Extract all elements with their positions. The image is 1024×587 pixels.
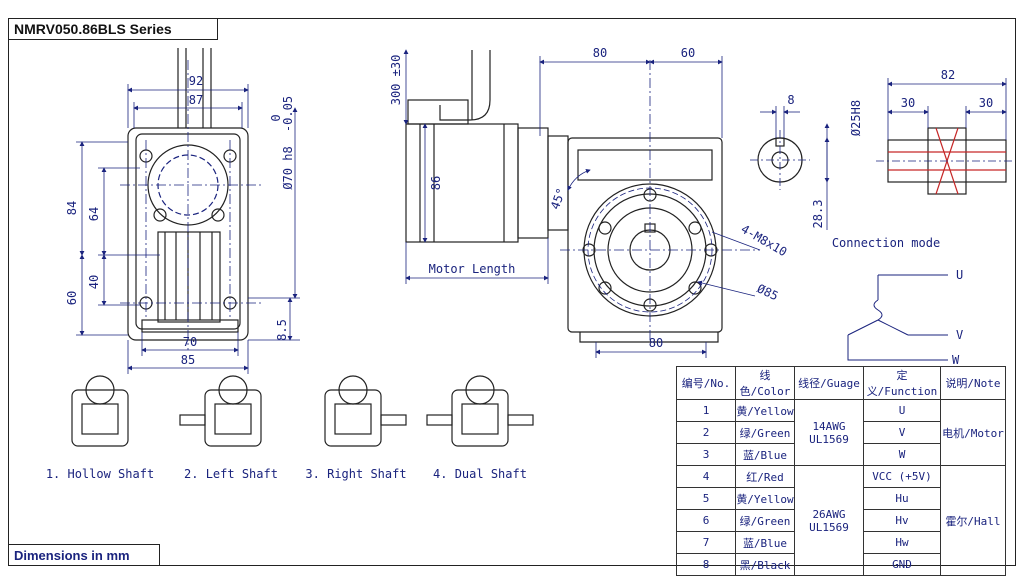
- left-shaft-sketch: [179, 375, 262, 447]
- shaft-option-hollow: 1. Hollow Shaft: [46, 467, 154, 481]
- dim-64: 64: [87, 207, 101, 221]
- motor-note: 电机/Motor: [940, 399, 1006, 466]
- table-row: 8 黑/Black GND: [676, 553, 1006, 576]
- motor-gauge-ul: UL1569: [809, 432, 849, 446]
- dual-shaft-sketch: [426, 375, 534, 447]
- tolerance-upper: 0: [269, 114, 283, 121]
- shaft-fit: Ø70 h8: [281, 146, 295, 189]
- phase-w-label: W: [952, 353, 960, 367]
- wire-color: 黑/Black: [735, 553, 795, 576]
- dim-cable-length: 300 ±30: [389, 55, 403, 106]
- phase-v-label: V: [956, 328, 963, 342]
- wire-no: 7: [676, 531, 736, 554]
- wire-function: U: [863, 399, 941, 422]
- shaft-option-right: 3. Right Shaft: [305, 467, 406, 481]
- wiring-table-header: 编号/No. 线色/Color 线径/Guage 定义/Function 说明/…: [676, 366, 1006, 400]
- right-shaft-sketch: [324, 375, 407, 447]
- dim-key-depth: 28.3: [811, 200, 825, 229]
- dim-bore: Ø25H8: [849, 100, 863, 136]
- wire-color: 黄/Yellow: [735, 399, 795, 422]
- dim-pcd: Ø85: [755, 281, 781, 303]
- wire-function: Hv: [863, 509, 941, 532]
- dim-30-right: 30: [979, 96, 993, 110]
- header-note: 说明/Note: [940, 366, 1006, 400]
- wire-no: 8: [676, 553, 736, 576]
- hall-note: 霍尔/Hall: [940, 465, 1006, 576]
- phase-u-label: U: [956, 268, 963, 282]
- wye-connection-diagram: [847, 274, 948, 361]
- wire-color: 蓝/Blue: [735, 443, 795, 466]
- wire-color: 红/Red: [735, 465, 795, 488]
- shaft-option-dual: 4. Dual Shaft: [433, 467, 527, 481]
- wire-function: GND: [863, 553, 941, 576]
- series-title: NMRV050.86BLS Series: [8, 18, 218, 40]
- wire-function: W: [863, 443, 941, 466]
- shaft-hole-view: [757, 137, 803, 183]
- dim-80-top: 80: [593, 46, 607, 60]
- wire-color: 蓝/Blue: [735, 531, 795, 554]
- dim-key-width: 8: [787, 93, 794, 107]
- wire-no: 1: [676, 399, 736, 422]
- dim-bolt-holes: 4-M8x10: [739, 222, 790, 259]
- dim-87: 87: [189, 93, 203, 107]
- table-row: 7 蓝/Blue Hw: [676, 531, 1006, 554]
- table-row: 6 绿/Green Hv: [676, 509, 1006, 532]
- wire-no: 5: [676, 487, 736, 510]
- hall-gauge-awg: 26AWG: [812, 507, 846, 521]
- connection-mode-label: Connection mode: [832, 236, 940, 250]
- wire-no: 6: [676, 509, 736, 532]
- tolerance-lower: -0.05: [281, 96, 295, 132]
- dim-82: 82: [941, 68, 955, 82]
- drawing-frame: [8, 18, 1016, 566]
- dim-70: 70: [183, 335, 197, 349]
- dim-30-left: 30: [901, 96, 915, 110]
- wire-no: 2: [676, 421, 736, 444]
- header-gauge: 线径/Guage: [794, 366, 864, 400]
- header-no: 编号/No.: [676, 366, 736, 400]
- wire-no: 3: [676, 443, 736, 466]
- header-function: 定义/Function: [863, 366, 941, 400]
- wiring-table: 编号/No. 线色/Color 线径/Guage 定义/Function 说明/…: [676, 366, 1006, 576]
- shaft-option-left: 2. Left Shaft: [184, 467, 278, 481]
- wire-color: 黄/Yellow: [735, 487, 795, 510]
- wire-function: V: [863, 421, 941, 444]
- units-note: Dimensions in mm: [8, 544, 160, 566]
- header-color: 线色/Color: [735, 366, 795, 400]
- dim-80-bottom: 80: [649, 336, 663, 350]
- dim-45-deg: 45°: [548, 186, 569, 211]
- hall-gauge-ul: UL1569: [809, 520, 849, 534]
- dim-60-top: 60: [681, 46, 695, 60]
- dim-86: 86: [429, 176, 443, 190]
- wire-function: Hu: [863, 487, 941, 510]
- dim-40: 40: [87, 275, 101, 289]
- motor-length-label: Motor Length: [429, 262, 516, 276]
- table-row: 5 黄/Yellow Hu: [676, 487, 1006, 510]
- wire-no: 4: [676, 465, 736, 488]
- dim-8-5: 8.5: [275, 319, 289, 341]
- dim-85: 85: [181, 353, 195, 367]
- dim-92: 92: [189, 74, 203, 88]
- wire-function: VCC (+5V): [863, 465, 941, 488]
- wire-function: Hw: [863, 531, 941, 554]
- table-row: 3 蓝/Blue W: [676, 443, 1006, 466]
- side-view: [405, 50, 723, 343]
- dim-60: 60: [65, 291, 79, 305]
- wire-color: 绿/Green: [735, 509, 795, 532]
- hollow-shaft-sketch: [71, 375, 129, 447]
- dim-84: 84: [65, 201, 79, 215]
- wire-color: 绿/Green: [735, 421, 795, 444]
- motor-gauge-awg: 14AWG: [812, 419, 846, 433]
